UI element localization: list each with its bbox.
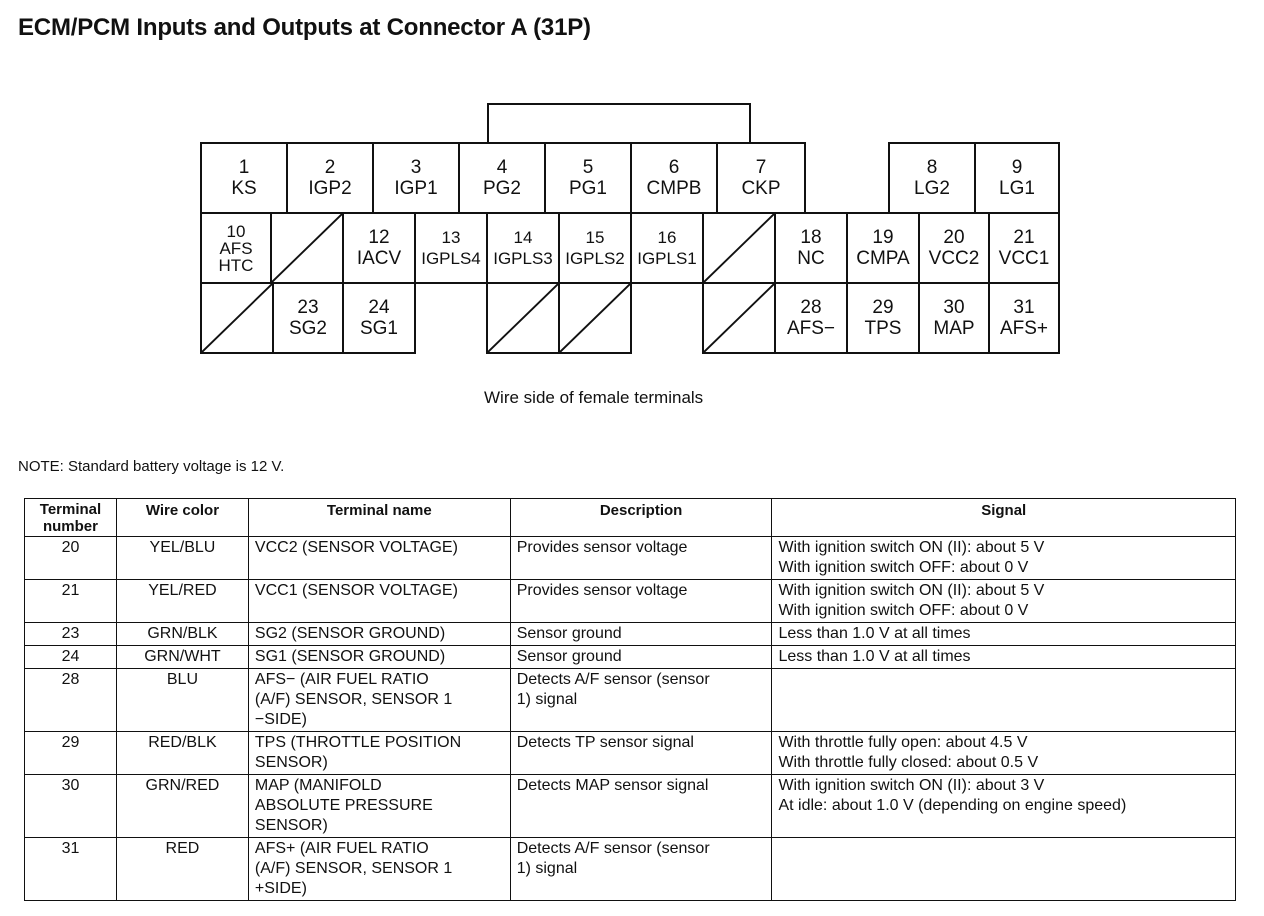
connector-latch — [487, 103, 751, 144]
table-row: 23 GRN/BLK SG2 (SENSOR GROUND) Sensor gr… — [24, 622, 1236, 646]
header-wire-color: Wire color — [115, 498, 249, 537]
table-row: 31 RED AFS+ (AIR FUEL RATIO(A/F) SENSOR,… — [24, 837, 1236, 901]
terminal-17-blank — [702, 212, 776, 284]
table-row: 20 YEL/BLU VCC2 (SENSOR VOLTAGE) Provide… — [24, 536, 1236, 580]
terminal-22-blank — [200, 282, 274, 354]
terminal-26-blank — [558, 282, 632, 354]
terminal-27-blank — [702, 282, 776, 354]
table-row: 24 GRN/WHT SG1 (SENSOR GROUND) Sensor gr… — [24, 645, 1236, 669]
header-description: Description — [509, 498, 773, 537]
diagram-caption: Wire side of female terminals — [484, 388, 704, 407]
table-row: 28 BLU AFS− (AIR FUEL RATIO(A/F) SENSOR,… — [24, 668, 1236, 732]
header-signal: Signal — [771, 498, 1236, 537]
battery-voltage-note: NOTE: Standard battery voltage is 12 V. — [18, 458, 285, 475]
terminal-25-blank — [486, 282, 560, 354]
header-terminal-name: Terminal name — [247, 498, 511, 537]
terminal-11-blank — [270, 212, 344, 284]
table-row: 21 YEL/RED VCC1 (SENSOR VOLTAGE) Provide… — [24, 579, 1236, 623]
page-title: ECM/PCM Inputs and Outputs at Connector … — [18, 14, 591, 41]
